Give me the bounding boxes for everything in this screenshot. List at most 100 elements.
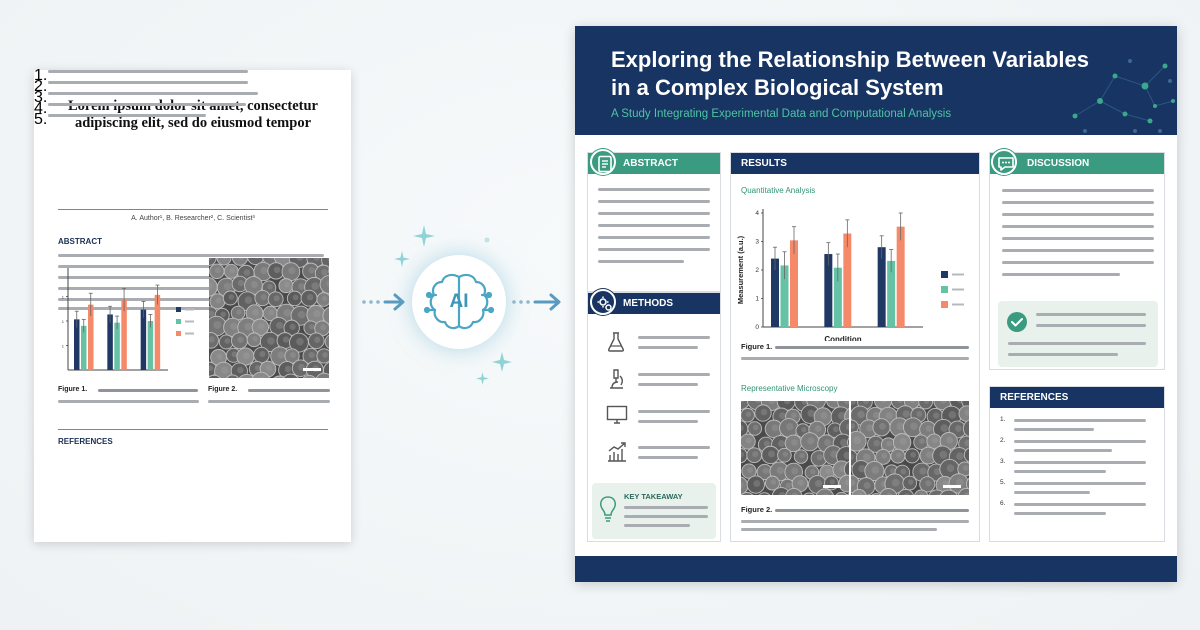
y-tick-label: 0 [755, 324, 759, 331]
scale-bar [823, 485, 841, 488]
bar [74, 319, 80, 370]
legend-swatch [941, 271, 948, 278]
discussion-highlight-box [998, 301, 1158, 367]
poster-discussion-header: DISCUSSION [990, 153, 1164, 174]
sparkle-icon [484, 237, 490, 243]
bar [88, 304, 94, 370]
poster-methods-header: METHODS [588, 293, 720, 314]
reference-text-placeholder [1014, 470, 1106, 473]
poster-figure-1-caption: Figure 1. [741, 342, 773, 351]
reference-text-placeholder [1014, 461, 1146, 464]
paper-references-rule [58, 429, 328, 430]
y-tick-label: 1 [62, 344, 65, 349]
legend-label-placeholder [185, 320, 194, 323]
ai-brain-badge: AI [412, 255, 506, 349]
gears-icon [590, 289, 616, 315]
reference-number: 6. [1000, 500, 1006, 507]
x-axis-label: Condition [824, 335, 861, 341]
poster-microscopy-image-1 [741, 401, 849, 495]
reference-text-placeholder [1014, 482, 1146, 485]
reference-text-placeholder [1014, 491, 1090, 494]
poster-discussion-panel: DISCUSSION [989, 152, 1165, 370]
reference-number: 3. [1000, 458, 1006, 465]
legend-swatch [941, 301, 948, 308]
poster-figure-2-caption: Figure 2. [741, 505, 773, 514]
bar [790, 240, 798, 327]
bar [780, 265, 789, 327]
poster-results-header: RESULTS [731, 153, 979, 174]
reference-number: 5. [34, 111, 48, 128]
paper-bar-chart: 111 [62, 268, 194, 371]
y-tick-label: 3 [755, 239, 759, 246]
paper-title-line-1: Lorem ipsum dolor sit amet, consectetur [68, 98, 318, 114]
brain-icon [423, 273, 495, 330]
legend-label-placeholder [952, 303, 964, 306]
ai-label: AI [449, 291, 469, 312]
y-axis-label: Measurement (a.u.) [736, 235, 745, 304]
legend-swatch [941, 286, 948, 293]
reference-number: 3. [34, 89, 48, 106]
reference-text-placeholder [1014, 428, 1094, 431]
molecule-network-decoration [1072, 59, 1175, 133]
bar [140, 309, 147, 370]
legend-swatch [176, 319, 181, 324]
reference-text-placeholder [48, 103, 246, 106]
document-icon [590, 149, 616, 175]
bar [107, 314, 113, 370]
chart-growth-icon [608, 442, 626, 462]
sparkle-icon [492, 352, 512, 372]
legend-label-placeholder [185, 332, 194, 335]
y-tick-label: 2 [755, 267, 759, 274]
dotted-arrow-left [362, 293, 405, 311]
bar [896, 226, 905, 327]
check-circle-icon [1007, 312, 1027, 332]
poster-abstract-header: ABSTRACT [588, 153, 720, 174]
bar [824, 254, 833, 327]
reference-number: 5. [1000, 479, 1006, 486]
quantitative-analysis-heading: Quantitative Analysis [741, 186, 816, 195]
bar [887, 260, 896, 327]
scale-bar [943, 485, 961, 488]
reference-text-placeholder [48, 81, 248, 84]
reference-text-placeholder [48, 70, 248, 73]
poster-results-heading: RESULTS [741, 158, 787, 169]
y-tick-label: 1 [62, 295, 65, 300]
flask-icon [607, 332, 625, 352]
reference-text-placeholder [1014, 503, 1146, 506]
source-paper: Lorem ipsum dolor sit amet, consectetur … [34, 67, 351, 542]
bar [771, 258, 779, 327]
legend-swatch [176, 331, 181, 336]
representative-microscopy-heading: Representative Microscopy [741, 384, 838, 393]
scale-bar [303, 368, 321, 371]
poster-subtitle: A Study Integrating Experimental Data an… [611, 108, 952, 120]
poster-discussion-heading: DISCUSSION [1027, 158, 1090, 169]
reference-text-placeholder [1014, 449, 1112, 452]
bar [81, 325, 87, 370]
key-takeaway-box: KEY TAKEAWAY [592, 483, 716, 539]
dotted-arrow-right [512, 293, 561, 311]
paper-title: Lorem ipsum dolor sit amet, consectetur … [48, 98, 338, 132]
microscope-icon [610, 369, 623, 389]
y-tick-label: 1 [755, 296, 759, 303]
poster-abstract-panel: ABSTRACT [587, 152, 721, 292]
poster-methods-heading: METHODS [623, 298, 673, 309]
poster-references-header: REFERENCES [990, 387, 1164, 408]
poster-microscopy-image-2 [851, 401, 969, 495]
paper-references-heading: REFERENCES [58, 437, 113, 446]
poster-footer-bar [575, 556, 1177, 582]
sparkle-icon [413, 225, 435, 247]
legend-label-placeholder [185, 308, 194, 311]
reference-text-placeholder [1014, 512, 1106, 515]
paper-figure-1-caption: Figure 1. [58, 386, 88, 393]
legend-label-placeholder [952, 288, 964, 291]
poster-banner: Exploring the Relationship Between Varia… [575, 26, 1177, 135]
bar [833, 267, 842, 327]
generated-poster: Exploring the Relationship Between Varia… [575, 26, 1177, 582]
reference-text-placeholder [48, 114, 206, 117]
bar [114, 322, 120, 370]
reference-text-placeholder [1014, 440, 1146, 443]
paper-title-line-2: adipiscing elit, sed do eiusmod tempor [74, 115, 312, 131]
poster-title: Exploring the Relationship Between Varia… [611, 46, 1089, 102]
legend-label-placeholder [952, 273, 964, 276]
